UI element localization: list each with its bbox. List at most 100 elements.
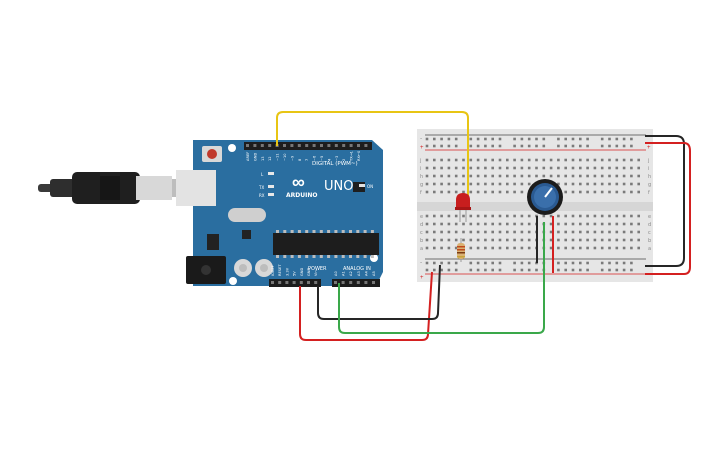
breadboard-hole[interactable] xyxy=(513,174,516,178)
breadboard-hole[interactable] xyxy=(498,158,502,162)
breadboard-hole[interactable] xyxy=(622,190,626,194)
breadboard-hole[interactable] xyxy=(491,246,494,250)
rail-hole[interactable] xyxy=(527,137,531,141)
breadboard-hole[interactable] xyxy=(484,174,487,178)
breadboard-hole[interactable] xyxy=(542,214,546,218)
breadboard-hole[interactable] xyxy=(586,190,589,194)
breadboard-hole[interactable] xyxy=(542,166,546,170)
header-pin[interactable] xyxy=(246,144,249,147)
breadboard-hole[interactable] xyxy=(586,214,589,218)
breadboard-hole[interactable] xyxy=(571,158,575,162)
rail-hole[interactable] xyxy=(469,144,473,148)
breadboard-hole[interactable] xyxy=(433,214,436,218)
breadboard-hole[interactable] xyxy=(622,222,626,226)
rail-hole[interactable] xyxy=(615,261,619,265)
breadboard-hole[interactable] xyxy=(469,230,473,234)
rail-hole[interactable] xyxy=(586,268,589,272)
breadboard-hole[interactable] xyxy=(506,158,509,162)
rail-hole[interactable] xyxy=(600,261,604,265)
breadboard-hole[interactable] xyxy=(520,158,524,162)
breadboard-hole[interactable] xyxy=(462,182,465,186)
breadboard-hole[interactable] xyxy=(491,174,494,178)
breadboard-hole[interactable] xyxy=(469,238,473,242)
breadboard-hole[interactable] xyxy=(608,166,611,170)
rail-hole[interactable] xyxy=(425,268,429,272)
breadboard-hole[interactable] xyxy=(484,222,487,226)
breadboard-hole[interactable] xyxy=(564,182,567,186)
rail-hole[interactable] xyxy=(469,137,473,141)
breadboard-hole[interactable] xyxy=(549,174,553,178)
breadboard-hole[interactable] xyxy=(447,246,451,250)
breadboard-hole[interactable] xyxy=(447,174,451,178)
rail-hole[interactable] xyxy=(454,137,458,141)
breadboard-hole[interactable] xyxy=(476,182,480,186)
rail-hole[interactable] xyxy=(579,137,582,141)
rail-hole[interactable] xyxy=(586,144,589,148)
rail-hole[interactable] xyxy=(454,261,458,265)
rail-hole[interactable] xyxy=(447,144,451,148)
rail-hole[interactable] xyxy=(440,137,443,141)
breadboard-hole[interactable] xyxy=(579,246,582,250)
breadboard-hole[interactable] xyxy=(586,230,589,234)
breadboard-hole[interactable] xyxy=(600,246,604,250)
breadboard-hole[interactable] xyxy=(454,230,458,234)
rail-hole[interactable] xyxy=(513,261,516,265)
breadboard-hole[interactable] xyxy=(506,174,509,178)
rail-hole[interactable] xyxy=(476,144,480,148)
breadboard-hole[interactable] xyxy=(462,174,465,178)
breadboard-hole[interactable] xyxy=(433,246,436,250)
breadboard-hole[interactable] xyxy=(593,238,597,242)
breadboard-hole[interactable] xyxy=(498,222,502,226)
breadboard-hole[interactable] xyxy=(571,214,575,218)
breadboard-hole[interactable] xyxy=(549,222,553,226)
breadboard-hole[interactable] xyxy=(557,182,560,186)
breadboard-hole[interactable] xyxy=(630,182,633,186)
rail-hole[interactable] xyxy=(433,268,436,272)
rail-hole[interactable] xyxy=(615,137,619,141)
breadboard-hole[interactable] xyxy=(454,182,458,186)
breadboard-hole[interactable] xyxy=(484,158,487,162)
rail-hole[interactable] xyxy=(608,268,611,272)
header-pin[interactable] xyxy=(297,144,301,147)
analog-header[interactable] xyxy=(332,279,380,287)
breadboard-hole[interactable] xyxy=(527,222,531,226)
breadboard-hole[interactable] xyxy=(600,230,604,234)
breadboard-hole[interactable] xyxy=(549,214,553,218)
rail-hole[interactable] xyxy=(608,137,611,141)
breadboard-hole[interactable] xyxy=(557,230,560,234)
breadboard-hole[interactable] xyxy=(630,174,633,178)
rail-hole[interactable] xyxy=(476,268,480,272)
breadboard-hole[interactable] xyxy=(462,238,465,242)
rail-hole[interactable] xyxy=(571,137,575,141)
breadboard-hole[interactable] xyxy=(564,190,567,194)
breadboard-hole[interactable] xyxy=(600,158,604,162)
breadboard-hole[interactable] xyxy=(615,246,619,250)
breadboard-hole[interactable] xyxy=(484,246,487,250)
rail-hole[interactable] xyxy=(630,261,633,265)
breadboard-hole[interactable] xyxy=(637,182,640,186)
breadboard-hole[interactable] xyxy=(586,174,589,178)
rail-hole[interactable] xyxy=(491,261,494,265)
breadboard-hole[interactable] xyxy=(454,222,458,226)
breadboard-hole[interactable] xyxy=(600,190,604,194)
header-pin[interactable] xyxy=(357,144,360,147)
breadboard-hole[interactable] xyxy=(557,246,560,250)
breadboard-hole[interactable] xyxy=(630,238,633,242)
breadboard-hole[interactable] xyxy=(637,166,640,170)
breadboard-hole[interactable] xyxy=(506,230,509,234)
rail-hole[interactable] xyxy=(630,268,633,272)
breadboard-hole[interactable] xyxy=(564,230,567,234)
breadboard-hole[interactable] xyxy=(469,166,473,170)
rail-hole[interactable] xyxy=(476,261,480,265)
breadboard-hole[interactable] xyxy=(454,166,458,170)
breadboard-hole[interactable] xyxy=(593,214,597,218)
breadboard-hole[interactable] xyxy=(579,230,582,234)
rail-hole[interactable] xyxy=(498,144,502,148)
breadboard-hole[interactable] xyxy=(615,230,619,234)
rail-hole[interactable] xyxy=(433,261,436,265)
rail-hole[interactable] xyxy=(447,268,451,272)
rail-hole[interactable] xyxy=(557,137,560,141)
breadboard-hole[interactable] xyxy=(498,174,502,178)
breadboard-hole[interactable] xyxy=(615,190,619,194)
header-pin[interactable] xyxy=(356,281,360,284)
